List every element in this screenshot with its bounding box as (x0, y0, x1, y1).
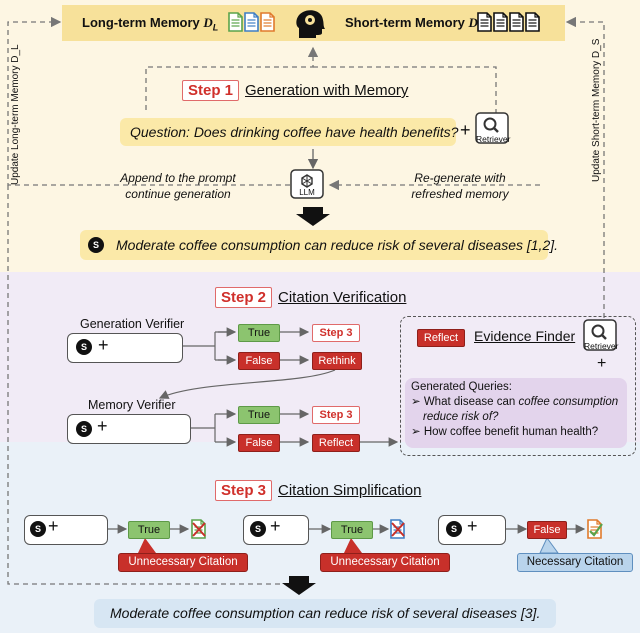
question-box: Question: Does drinking coffee have heal… (120, 118, 458, 146)
retriever-loop-line (313, 66, 497, 114)
plus-sign: + (270, 516, 281, 536)
goto-step3-tag: Step 3 (312, 324, 360, 342)
step1-badge: Step 1 (182, 80, 240, 101)
true-tag: True (238, 406, 280, 424)
removed-citation-icon (191, 519, 206, 539)
rethink-arrow (158, 369, 336, 399)
generated-queries-box: Generated Queries: ➢ What disease can co… (405, 378, 627, 448)
update-short-term-label: Update Short-term Memory D_S (591, 38, 602, 182)
llm-label: LLM (299, 188, 315, 197)
evidence-finder-title: Evidence Finder (474, 328, 576, 344)
black-doc-icon (477, 12, 492, 32)
callout-pointer (138, 538, 156, 553)
step2-heading: Step 2 Citation Verification (215, 287, 406, 308)
unnecessary-citation-callout: Unnecessary Citation (118, 553, 248, 572)
marker: S (446, 521, 462, 537)
necessary-citation-callout: Necessary Citation (517, 553, 633, 572)
generation-verifier-label: Generation Verifier (80, 317, 185, 331)
final-output-box: Moderate coffee consumption can reduce r… (94, 599, 556, 628)
blue-doc-icon (244, 12, 259, 32)
true-tag: True (331, 521, 373, 539)
rethink-tag: Rethink (312, 352, 362, 370)
step1-heading: Step 1 Generation with Memory (182, 80, 408, 101)
false-tag: False (527, 521, 567, 539)
query-item: ➢ How coffee benefit human health? (411, 426, 599, 438)
retriever-label: Retriever (476, 134, 511, 144)
evidence-retriever-label: Retriever (584, 341, 619, 351)
callout-pointer (344, 538, 362, 553)
green-doc-icon (228, 12, 243, 32)
down-arrow-icon (282, 576, 316, 595)
plus-sign: + (597, 355, 607, 372)
marker: S (76, 339, 92, 355)
plus-sign: + (460, 120, 471, 140)
reflect-tag: Reflect (312, 434, 360, 452)
step1-title: Generation with Memory (245, 82, 409, 99)
marker: S (250, 521, 266, 537)
long-term-feedback-line (7, 185, 292, 585)
marker: S (76, 421, 92, 437)
down-arrow-icon (296, 207, 330, 226)
plus-sign: + (467, 516, 478, 536)
false-tag: False (238, 352, 280, 370)
step2-title: Citation Verification (278, 289, 407, 306)
plus-sign: + (98, 335, 109, 355)
step1-output-box: Moderate coffee consumption can reduce r… (80, 230, 558, 260)
short-term-doc-icons (477, 12, 540, 32)
queries-title: Generated Queries: (411, 381, 513, 393)
black-doc-icon (493, 12, 508, 32)
update-long-term-arrow (7, 16, 290, 186)
query-item: ➢ What disease can coffee consumption re… (411, 396, 619, 423)
black-doc-icon (525, 12, 540, 32)
black-doc-icon (509, 12, 524, 32)
update-long-term-label: Update Long-term Memory D_L (10, 44, 21, 185)
evidence-reflect-tag: Reflect (417, 329, 465, 347)
false-tag: False (238, 434, 280, 452)
callout-pointer (539, 537, 559, 554)
output-marker: S (88, 237, 104, 253)
plus-sign: + (97, 416, 108, 436)
step3-heading: Step 3 Citation Simplification (215, 480, 421, 501)
step3-title: Citation Simplification (278, 482, 422, 499)
removed-citation-icon (390, 519, 405, 539)
evidence-finder-box (400, 316, 636, 456)
marker: S (30, 521, 46, 537)
retriever-to-memory-arrow (145, 46, 319, 110)
step3-badge: Step 3 (215, 480, 273, 501)
orange-doc-icon (260, 12, 275, 32)
plus-sign: + (48, 516, 59, 536)
long-term-doc-icons (228, 12, 275, 32)
goto-step3-tag: Step 3 (312, 406, 360, 424)
memory-verifier-label: Memory Verifier (88, 398, 176, 412)
true-tag: True (238, 324, 280, 342)
llm-icon (290, 169, 324, 199)
unnecessary-citation-callout: Unnecessary Citation (320, 553, 450, 572)
brain-head-icon (296, 10, 325, 38)
step2-badge: Step 2 (215, 287, 273, 308)
kept-citation-icon (587, 519, 603, 539)
true-tag: True (128, 521, 170, 539)
long-term-memory-label: Long-term Memory DL (82, 15, 219, 33)
